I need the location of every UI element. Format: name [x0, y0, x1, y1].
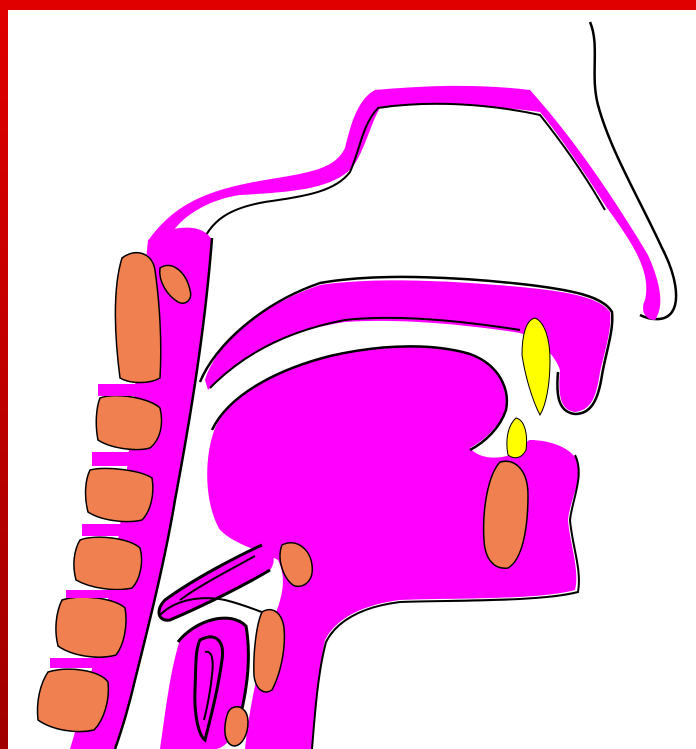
nose-profile-line — [590, 22, 676, 319]
vertebra-c3 — [86, 468, 153, 521]
nasal-roof-outline — [200, 104, 605, 248]
upper-incisor — [522, 318, 550, 415]
vertebra-c4 — [74, 537, 142, 589]
intervertebral-tissue — [98, 384, 160, 396]
vertebra-c2 — [96, 396, 161, 450]
lower-incisor — [507, 418, 527, 458]
epiglottis-tissue — [159, 545, 274, 620]
vertebra-c6 — [37, 669, 108, 731]
cricoid-cartilage — [225, 707, 248, 746]
intervertebral-tissue — [92, 452, 155, 466]
vertebra-c1 — [115, 253, 160, 383]
intervertebral-tissue — [50, 658, 118, 668]
vertebra-c5 — [56, 597, 126, 657]
intervertebral-tissue — [66, 590, 132, 598]
intervertebral-tissue — [82, 524, 145, 536]
